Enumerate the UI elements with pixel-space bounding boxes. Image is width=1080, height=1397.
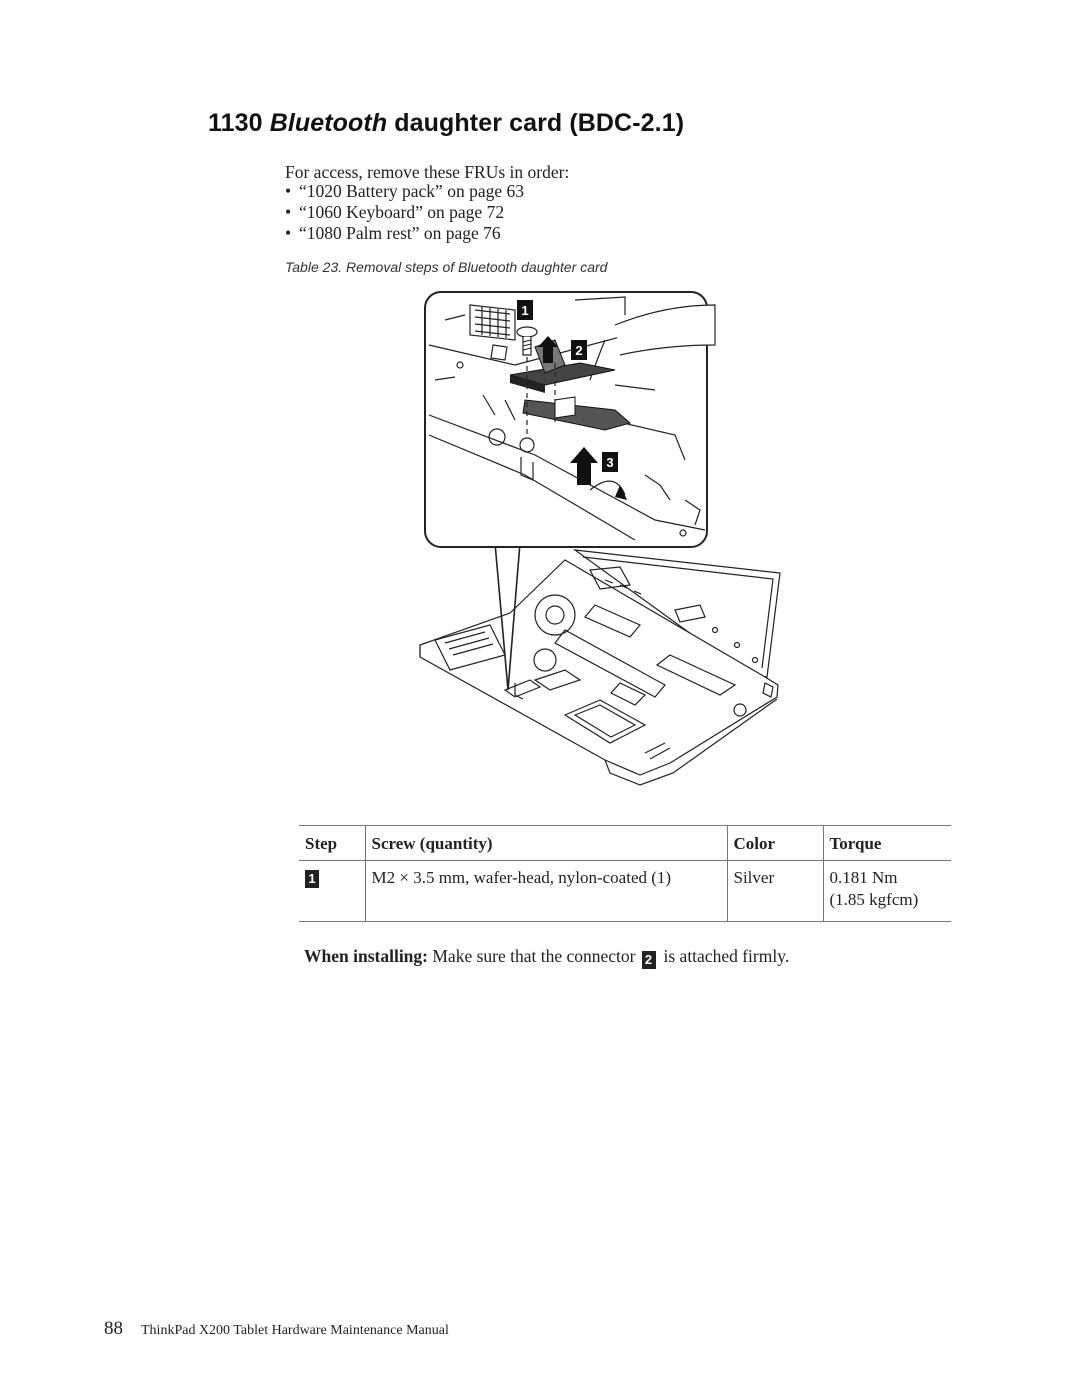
callout-3: 3 [602, 452, 618, 472]
torque-nm: 0.181 Nm [829, 868, 898, 887]
bullet: • [285, 223, 292, 243]
svg-text:1: 1 [521, 303, 528, 318]
fru-link[interactable]: “1080 Palm rest” on page 76 [299, 223, 501, 243]
screw-table: Step Screw (quantity) Color Torque 1 M2 … [299, 825, 951, 922]
torque-kgfcm: (1.85 kgfcm) [829, 890, 919, 909]
fru-link[interactable]: “1060 Keyboard” on page 72 [299, 202, 505, 222]
install-note-after: is attached firmly. [663, 946, 790, 966]
install-note-lead: When installing: [304, 946, 428, 966]
intro-text: For access, remove these FRUs in order: [285, 162, 570, 182]
fru-list: • “1020 Battery pack” on page 63 • “1060 K… [285, 181, 524, 244]
install-note: When installing: Make sure that the conn… [304, 946, 789, 969]
callout-1: 1 [517, 300, 533, 320]
step-badge: 1 [305, 870, 319, 888]
header-color: Color [726, 825, 823, 861]
page-footer: 88 ThinkPad X200 Tablet Hardware Mainten… [104, 1318, 449, 1340]
fru-link[interactable]: “1020 Battery pack” on page 63 [299, 181, 524, 201]
screw-cell: M2 × 3.5 mm, wafer-head, nylon-coated (1… [364, 860, 727, 922]
table-caption: Table 23. Removal steps of Bluetooth dau… [285, 259, 608, 275]
step-cell: 1 [299, 860, 365, 922]
section-heading: 1130 Bluetooth daughter card (BDC-2.1) [208, 109, 684, 138]
svg-text:3: 3 [606, 455, 613, 470]
install-note-before: Make sure that the connector [432, 946, 636, 966]
bullet: • [285, 181, 292, 201]
page-number: 88 [104, 1318, 123, 1339]
header-torque: Torque [822, 825, 951, 861]
table-row: 1 M2 × 3.5 mm, wafer-head, nylon-coated … [299, 860, 951, 922]
header-screw: Screw (quantity) [364, 825, 727, 861]
bullet: • [285, 202, 292, 222]
laptop-base-drawing [419, 549, 781, 786]
svg-text:2: 2 [575, 343, 582, 358]
section-title-italic: Bluetooth [269, 109, 388, 137]
arrow-up-icon [570, 447, 598, 485]
callout-2: 2 [571, 340, 587, 360]
arrow-up-icon [538, 336, 558, 363]
connector-badge: 2 [641, 951, 656, 969]
section-number: 1130 [208, 109, 263, 137]
fru-item[interactable]: • “1060 Keyboard” on page 72 [285, 202, 524, 223]
removal-illustration: 1 2 3 [419, 291, 781, 786]
zoom-detail: 1 2 3 [424, 291, 716, 548]
fru-item[interactable]: • “1020 Battery pack” on page 63 [285, 181, 524, 202]
manual-title: ThinkPad X200 Tablet Hardware Maintenanc… [141, 1323, 449, 1338]
header-step: Step [299, 825, 365, 861]
torque-cell: 0.181 Nm (1.85 kgfcm) [822, 860, 951, 922]
zoom-pointer [494, 542, 521, 691]
section-title-rest: daughter card (BDC-2.1) [394, 109, 685, 137]
table-header-row: Step Screw (quantity) Color Torque [299, 825, 951, 861]
fru-item[interactable]: • “1080 Palm rest” on page 76 [285, 223, 524, 244]
color-cell: Silver [726, 860, 823, 922]
